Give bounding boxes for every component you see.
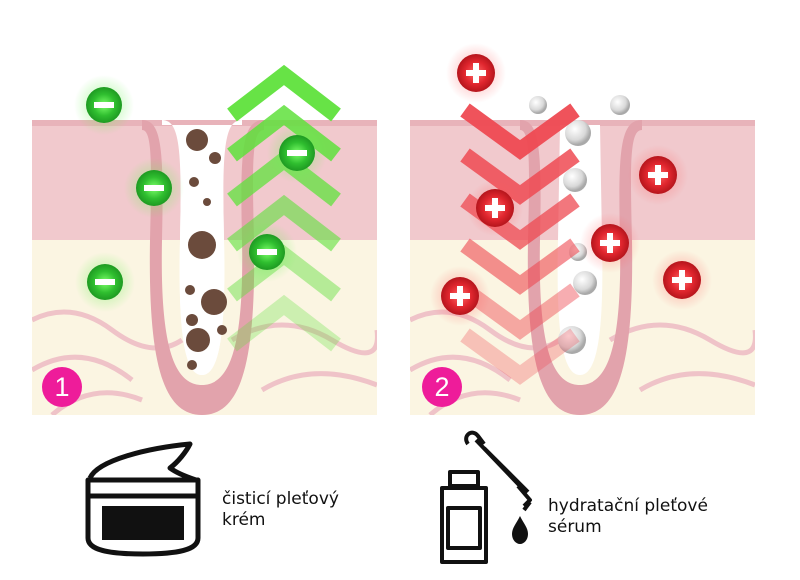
cream-label-line1: čisticí pleťový (222, 489, 339, 509)
serum-label-line2: sérum (548, 517, 602, 537)
cleansing-diagram-panel: 1 (32, 40, 377, 415)
dermis-fibers (32, 309, 377, 415)
dirt-particles (185, 129, 227, 370)
step-number-badge: 1 (42, 367, 82, 407)
cream-label-line2: krém (222, 510, 266, 530)
positive-ions (430, 43, 712, 326)
serum-product-label: hydratační pleťové sérum (548, 496, 748, 538)
dropper-bottle-icon (440, 430, 532, 564)
cream-product-label: čisticí pleťový krém (222, 489, 372, 531)
skin-cross-section-hydration (410, 43, 755, 415)
hydration-diagram-panel: 2 (410, 40, 755, 415)
step-number-badge: 2 (422, 367, 462, 407)
serum-label-line1: hydratační pleťové (548, 496, 708, 516)
cream-jar-icon (85, 441, 201, 557)
negative-ions (74, 75, 327, 312)
skin-cross-section-cleansing (32, 64, 377, 415)
